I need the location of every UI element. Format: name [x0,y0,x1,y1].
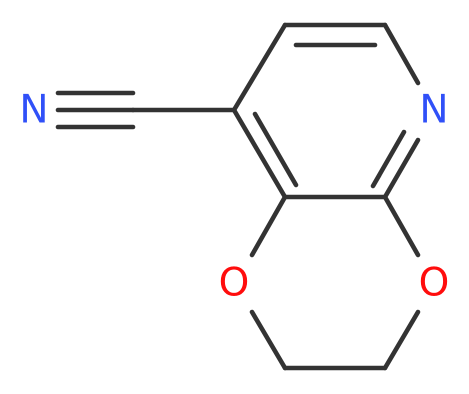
bond-n5-c6 [382,22,421,86]
nitrile-nitrogen-label: N [19,88,48,133]
pyridine-nitrogen-label: N [419,88,448,133]
oxygen-left-label: O [219,261,250,306]
bond-c8a-o1 [249,194,288,258]
bond-c4a-n5 [382,137,421,200]
bond-o1-c2 [249,309,288,371]
bond-c8-c8a [231,107,288,200]
bond-c3-o4 [382,309,421,371]
bond-c8-c8a-inner [252,111,299,188]
bond-c4a-n5-inner [370,129,407,189]
bond-c4a-o4 [382,194,421,258]
bond-c7-c8 [231,22,288,113]
oxygen-right-label: O [419,261,450,306]
